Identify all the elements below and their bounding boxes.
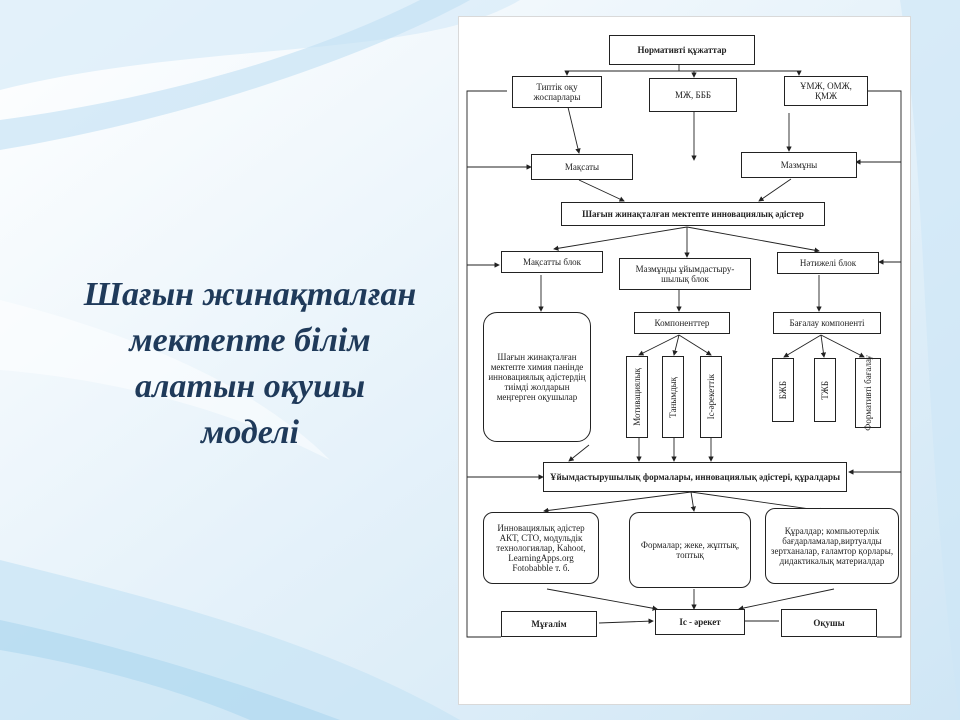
box-forms-methods-tools: Ұйымдастырушылық формалары, инновациялық…	[543, 462, 847, 492]
box-motivational: Мотивациялық	[626, 356, 648, 438]
box-student: Оқушы	[781, 609, 877, 637]
box-components: Компоненттер	[634, 312, 730, 334]
box-goal-block: Мақсатты блок	[501, 251, 603, 273]
box-tzhb: ТЖБ	[814, 358, 836, 422]
box-content-block: Мазмұнды ұйымдастыру-шылық блок	[619, 258, 751, 290]
box-result-block: Нәтижелі блок	[777, 252, 879, 274]
box-innovation-methods: Шағын жинақталған мектепте инновациялық …	[561, 202, 825, 226]
title-line-1: Шағын жинақталған	[83, 276, 417, 313]
box-normative-docs: Нормативті құжаттар	[609, 35, 755, 65]
box-forms-list: Формалар; жеке, жұптық, топтық	[629, 512, 751, 588]
box-goals: Мақсаты	[531, 154, 633, 180]
box-bzhb: БЖБ	[772, 358, 794, 422]
box-innovative-methods-list: Инновациялық әдістер АКТ, СТО, модульдік…	[483, 512, 599, 584]
slide-title: Шағын жинақталған мектепте білім алатын …	[40, 272, 460, 456]
box-umzh-omzh: ҰМЖ, ОМЖ, ҚМЖ	[784, 76, 868, 106]
title-line-3: алатын оқушы	[134, 368, 366, 405]
activity-label: Іс-әрекеттік	[706, 374, 716, 420]
box-typical-plans: Типтік оқу жоспарлары	[512, 76, 602, 108]
box-action: Іс - әрекет	[655, 609, 745, 635]
box-formative: Формативті бағалау	[855, 355, 881, 431]
cognitive-label: Танымдық	[668, 376, 678, 418]
box-tools-list: Құралдар; компьютерлік бағдарламалар,вир…	[765, 508, 899, 584]
title-line-4: моделі	[201, 414, 299, 451]
diagram-document: Нормативті құжаттар Типтік оқу жоспарлар…	[458, 16, 911, 705]
box-mzh-bbb: МЖ, БББ	[649, 78, 737, 112]
title-line-2: мектепте білім	[129, 322, 371, 359]
box-content: Мазмұны	[741, 152, 857, 178]
bzhb-label: БЖБ	[778, 380, 788, 400]
tzhb-label: ТЖБ	[820, 380, 830, 400]
diagram-connectors	[466, 65, 902, 638]
box-activity: Іс-әрекеттік	[700, 356, 722, 438]
box-student-model: Шағын жинақталған мектепте химия пәнінде…	[483, 312, 591, 442]
formative-label: Формативті бағалау	[863, 355, 873, 431]
motivational-label: Мотивациялық	[632, 368, 642, 426]
box-cognitive: Танымдық	[662, 356, 684, 438]
box-assessment-component: Бағалау компоненті	[773, 312, 881, 334]
box-teacher: Мұғалім	[501, 611, 597, 637]
